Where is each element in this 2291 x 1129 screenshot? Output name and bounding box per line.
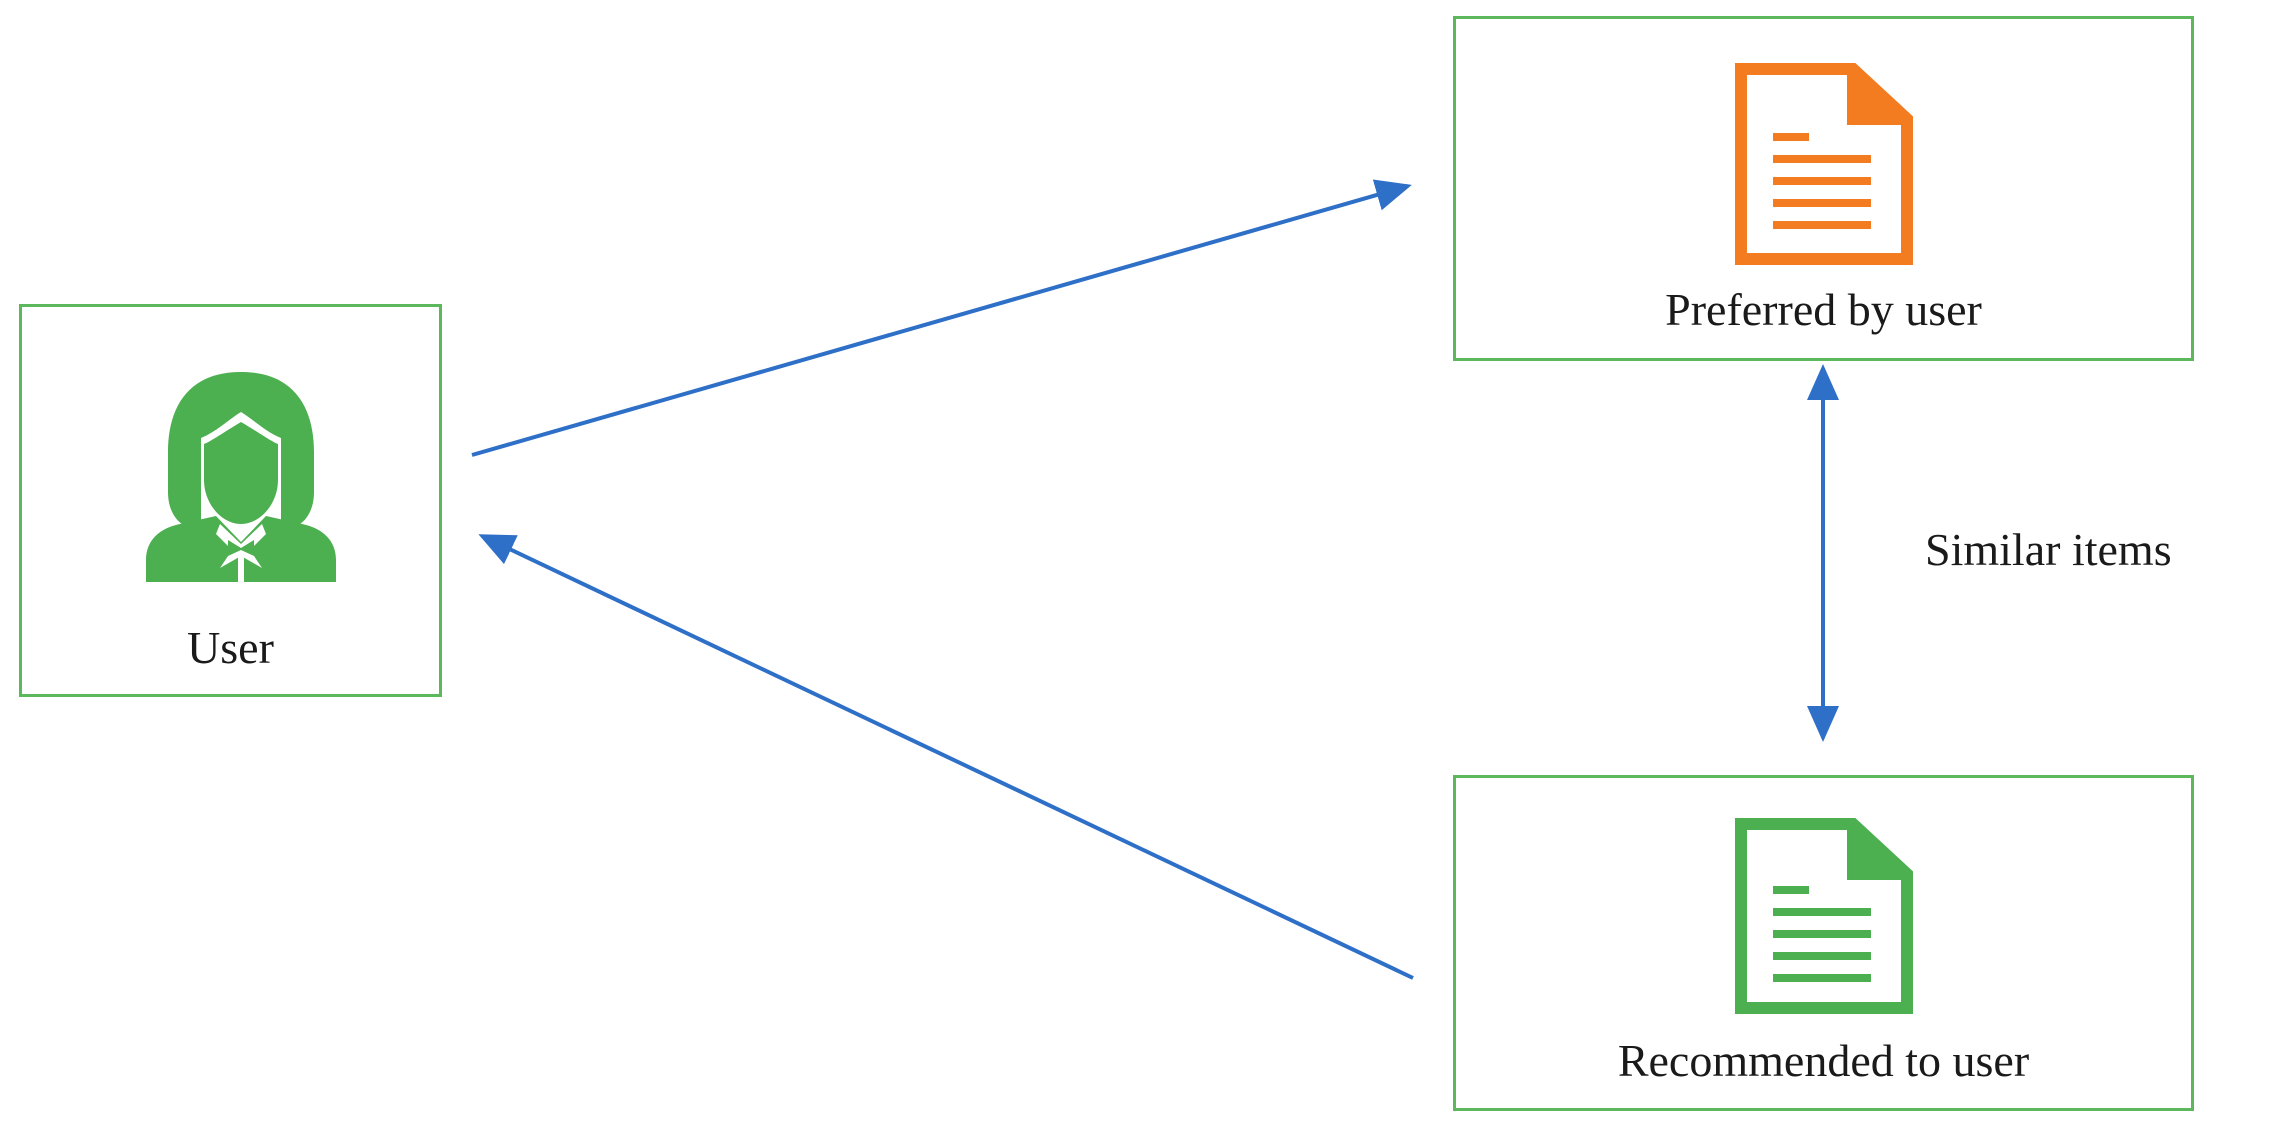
similar-items-label: Similar items xyxy=(1925,524,2172,575)
user-icon xyxy=(146,372,336,582)
document-icon xyxy=(1735,63,1913,265)
recommended-item-node: Recommended to user xyxy=(1453,775,2194,1111)
recommended-label: Recommended to user xyxy=(1617,1035,2030,1086)
user-node: User xyxy=(19,304,442,697)
document-icon xyxy=(1735,818,1913,1014)
arrow-recommended-to-user xyxy=(478,534,1414,980)
arrow-user-to-preferred xyxy=(471,179,1412,457)
preferred-label: Preferred by user xyxy=(1665,284,1982,335)
preferred-item-node: Preferred by user xyxy=(1453,16,2194,361)
user-label: User xyxy=(187,622,274,673)
